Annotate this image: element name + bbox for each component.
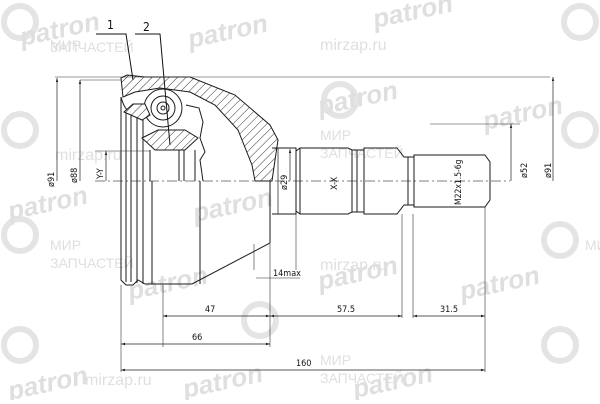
ball-bearing: [143, 88, 183, 128]
watermark-brand: patron: [314, 75, 400, 121]
dim-length-47: 47: [205, 305, 215, 315]
watermark-ru-line2: ЗАПЧАСТЕЙ: [50, 254, 134, 271]
watermark-site: mirzap.ru: [320, 257, 387, 274]
dimension-labels: 1 2 ø91 ø88 Y-Y ø29 X-X M22x1.5-6g ø52 ø…: [47, 18, 554, 369]
location-pin-icon: [1, 3, 599, 364]
dim-length-31-5: 31.5: [440, 305, 458, 315]
watermark-brand: patron: [456, 260, 542, 306]
watermark-brand: patron: [479, 90, 565, 136]
dim-outer-diameter-left: ø91: [47, 172, 57, 187]
watermark-ru-line1: МИР: [320, 127, 351, 143]
watermark-ru-line1: МИР: [50, 237, 81, 253]
watermark-brand: patron: [179, 358, 265, 400]
watermark-site: mirzap.ru: [55, 147, 122, 164]
dim-length-57-5: 57.5: [337, 305, 355, 315]
callout-1-label: 1: [107, 18, 114, 32]
watermark-brand: patron: [189, 182, 275, 228]
watermark-ru-line1: МИР: [50, 37, 81, 53]
dimension-lines: [55, 77, 555, 372]
housing-section-hatched: [120, 74, 279, 182]
dim-length-160: 160: [296, 359, 311, 369]
callout-2-label: 2: [143, 20, 150, 34]
watermark-brand: patron: [369, 0, 455, 34]
watermark-brand: patron: [184, 8, 270, 54]
dim-thread: M22x1.5-6g: [454, 159, 464, 205]
dim-outer-diameter-right: ø91: [544, 163, 554, 178]
dim-inner-diameter: ø88: [70, 168, 80, 183]
watermark-brand: patron: [4, 360, 90, 400]
callout-leaders: [96, 33, 171, 146]
watermark-site: mirzap.ru: [85, 372, 152, 389]
extension-lines: [55, 76, 550, 372]
dim-length-66: 66: [192, 333, 202, 343]
watermark-ru-line2: ЗАПЧАСТЕЙ: [320, 144, 404, 161]
dim-spline-diameter: ø52: [520, 163, 530, 178]
watermark-ru-line1: МИР: [320, 352, 351, 368]
axis-y-label: Y-Y: [96, 168, 106, 180]
dim-gap: 14max: [273, 269, 301, 279]
joint-housing: [120, 74, 279, 286]
watermark-ru-line1: МИР: [585, 237, 600, 253]
watermark-site: mirzap.ru: [320, 37, 387, 54]
dim-shaft-diameter: ø29: [280, 175, 290, 190]
watermark-ru-line2: ЗАПЧАСТЕЙ: [50, 38, 134, 55]
axis-x-label: X-X: [330, 176, 340, 190]
watermark-ru-line2: ЗАПЧАСТЕЙ: [320, 369, 404, 386]
shaft: [272, 147, 491, 215]
